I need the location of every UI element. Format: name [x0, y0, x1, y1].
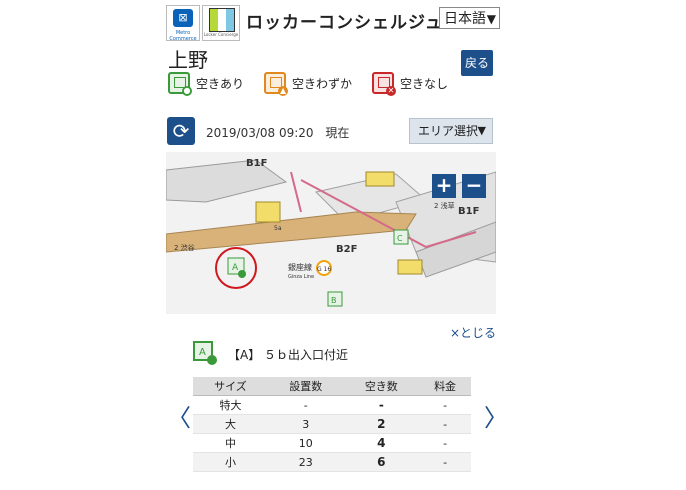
zoom-in-button[interactable]: +	[432, 174, 456, 198]
refresh-icon: ⟳	[172, 119, 190, 143]
legend-few-label: 空きわずか	[292, 76, 353, 91]
locker-id: A	[199, 347, 206, 358]
selected-highlight-circle	[215, 247, 257, 289]
legend-full-label: 空きなし	[400, 76, 449, 91]
column-header: サイズ	[193, 377, 268, 396]
locker-cube-icon	[209, 8, 235, 32]
locker-marker-c[interactable]: C	[393, 229, 409, 245]
transfer-route	[290, 171, 477, 249]
table-row: 特大 - - -	[193, 395, 471, 415]
size-cell: 小	[193, 452, 268, 472]
count-cell: 3	[267, 414, 344, 434]
dropdown-arrow-icon: ▼	[477, 124, 486, 137]
locker-full-icon: ✕	[372, 72, 397, 96]
svg-text:B: B	[331, 296, 337, 305]
fee-cell: -	[419, 452, 471, 472]
locker-location: 【A】 ５ｂ出入口付近	[228, 348, 349, 362]
line-label: 銀座線	[288, 262, 312, 272]
datetime-suffix: 現在	[325, 126, 350, 140]
staircase	[255, 201, 281, 223]
column-header: 設置数	[267, 377, 344, 396]
area-select-label: エリア選択	[418, 124, 479, 138]
concourse-area	[166, 159, 288, 203]
table-row: 小 23 6 -	[193, 452, 471, 472]
back-button[interactable]: 戻る	[461, 50, 493, 76]
count-cell: 23	[267, 452, 344, 472]
size-cell: 大	[193, 414, 268, 434]
floor-label: B2F	[336, 244, 357, 255]
platform	[415, 221, 496, 278]
locker-marker-b[interactable]: B	[327, 291, 343, 307]
available-cell: 2	[343, 414, 420, 434]
next-locker-button[interactable]: 〉	[484, 404, 508, 432]
prev-locker-button[interactable]: 〈	[167, 404, 191, 432]
staircase	[365, 171, 395, 187]
ginza-line-platform	[166, 211, 417, 253]
fee-cell: -	[419, 433, 471, 453]
area-select-button[interactable]: エリア選択 ▼	[409, 118, 493, 144]
locker-available-icon: ●	[168, 72, 192, 96]
app-title: ロッカーコンシェルジュ	[246, 13, 443, 33]
floor-label: B1F	[458, 206, 479, 217]
metro-logo-text: Metro Commerce	[169, 30, 197, 42]
legend-available-label: 空きあり	[196, 76, 245, 91]
locker-few-icon: ▲	[264, 72, 289, 96]
svg-text:C: C	[397, 234, 403, 243]
language-value: 日本語	[444, 11, 486, 27]
language-select[interactable]: 日本語 ▼	[439, 7, 500, 29]
ginza-line-icon	[316, 260, 332, 276]
size-cell: 中	[193, 433, 268, 453]
available-cell: 4	[343, 433, 420, 453]
locker-logo-text: Locker Concierge	[203, 32, 239, 37]
locker-concierge-logo: Locker Concierge	[202, 5, 240, 41]
exit-label: 5a	[274, 225, 282, 232]
table-row: 大 3 2 -	[193, 414, 471, 434]
station-map[interactable]: B1F B1F B2F 2 渋谷 2 浅草 5a 銀座線 Ginza Line …	[166, 152, 496, 314]
available-cell: 6	[343, 452, 420, 472]
refresh-button[interactable]: ⟳	[167, 117, 195, 145]
metro-commerce-logo: ⊠ Metro Commerce	[166, 5, 200, 42]
dropdown-arrow-icon: ▼	[486, 12, 496, 26]
locker-marker-a[interactable]: A	[215, 247, 257, 289]
column-header: 空き数	[343, 377, 420, 396]
floor-label: B1F	[246, 158, 267, 169]
svg-text:A: A	[232, 263, 239, 273]
table-header: サイズ 設置数 空き数 料金	[193, 377, 471, 396]
column-header: 料金	[419, 377, 471, 396]
line-code: G 16	[317, 266, 331, 273]
table-row: 中 10 4 -	[193, 433, 471, 453]
updated-time: 2019/03/08 09:20 現在	[206, 124, 349, 141]
zoom-out-button[interactable]: −	[462, 174, 486, 198]
staircase	[397, 259, 423, 275]
locker-available-icon: A	[193, 341, 217, 365]
line-label-en: Ginza Line	[288, 274, 314, 280]
exit-label: 2 渋谷	[174, 243, 195, 252]
station-name: 上野	[168, 48, 208, 72]
metro-logo-mark-icon: ⊠	[173, 9, 193, 27]
fee-cell: -	[419, 414, 471, 434]
legend: ● 空きあり ▲ 空きわずか ✕ 空きなし	[168, 72, 449, 96]
size-cell: 特大	[193, 395, 268, 415]
available-cell: -	[343, 395, 420, 415]
datetime-value: 2019/03/08 09:20	[206, 126, 314, 140]
close-link[interactable]: ×とじる	[450, 326, 497, 340]
exit-label: 2 浅草	[434, 201, 455, 210]
count-cell: 10	[267, 433, 344, 453]
locker-availability-table: サイズ 設置数 空き数 料金 特大 - - - 大 3 2 - 中 10 4 -…	[193, 377, 471, 472]
fee-cell: -	[419, 395, 471, 415]
count-cell: -	[267, 395, 344, 415]
